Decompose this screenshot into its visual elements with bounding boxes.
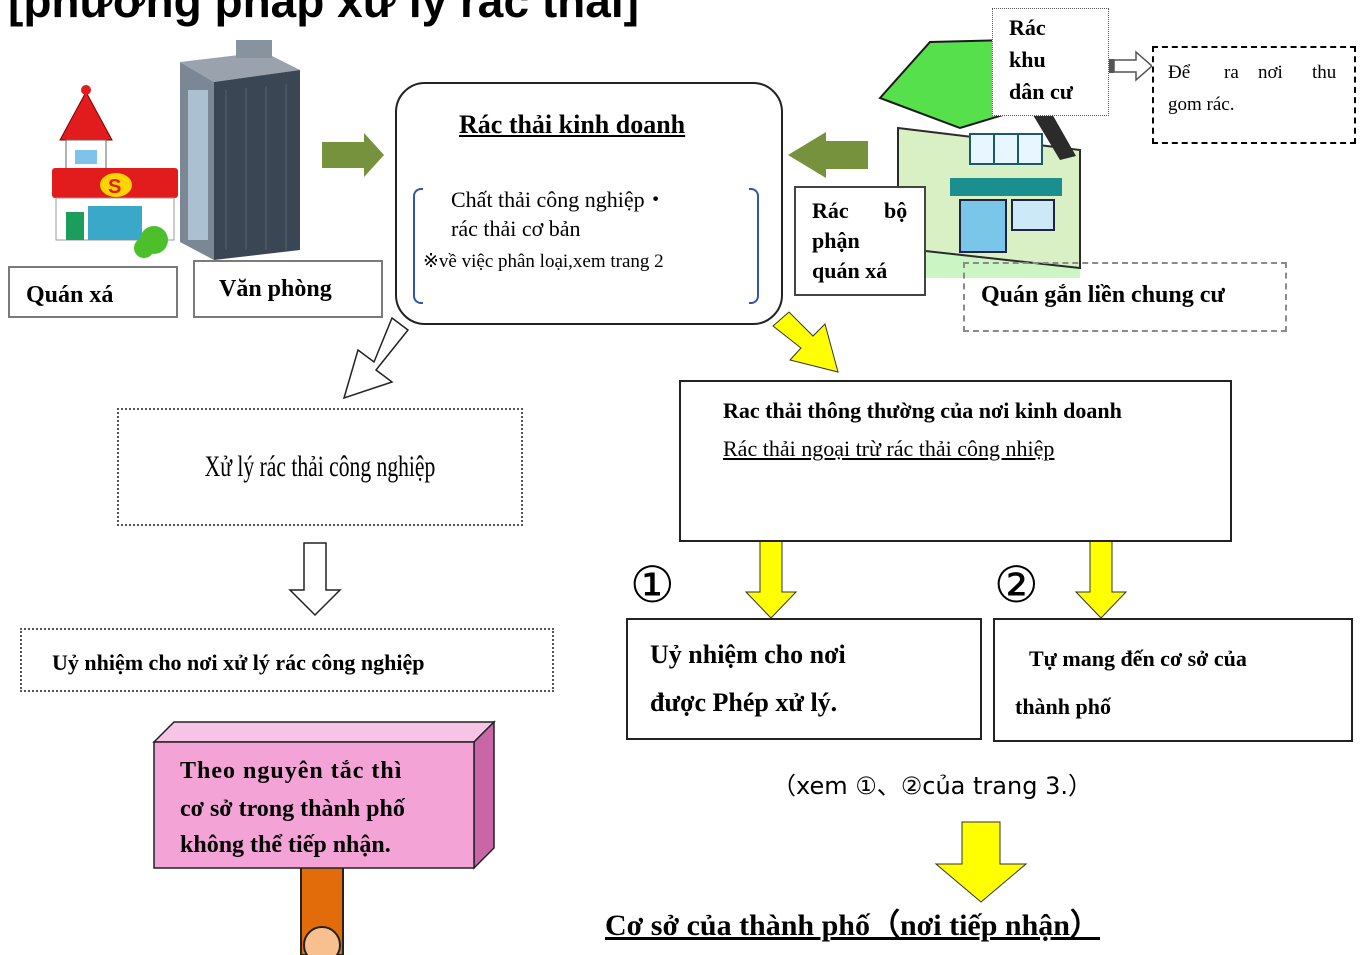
rac-khu-w3: dân cư: [1009, 79, 1073, 104]
shop-illustration: S: [52, 85, 178, 258]
quan-chung-cu-label: Quán gắn liền chung cư: [981, 282, 1225, 308]
source-quan-xa: Quán xá: [8, 266, 178, 318]
option2-box: Tự mang đến cơ sở của thành phố: [993, 618, 1353, 742]
option1-number: ①: [630, 556, 675, 614]
svg-text:S: S: [108, 176, 121, 198]
bracket-left: [413, 188, 423, 304]
center-title: Rác thải kinh doanh: [459, 110, 686, 139]
rac-khu-w1: Rác: [1009, 15, 1046, 40]
collection-note-box: Để ra nơi thu gom rác.: [1152, 46, 1356, 144]
sign-board: [152, 720, 496, 870]
sign-line2: cơ sở trong thành phố: [180, 796, 405, 822]
arrow-house-to-center: [788, 132, 868, 178]
center-line3: ※về việc phân loại,xem trang 2: [423, 251, 664, 272]
source-quan-xa-label: Quán xá: [26, 282, 114, 308]
arrow-general-to-opt2: [1074, 540, 1128, 619]
option2-line2: thành phố: [1015, 694, 1112, 719]
arrow-industrial-to-delegate: [288, 542, 342, 617]
delegate-industrial-box: Uỷ nhiệm cho nơi xử lý rác công nghiệp: [20, 628, 554, 692]
industrial-label: Xử lý rác thải công nghiệp: [204, 450, 436, 483]
arrow-office-to-center: [322, 133, 384, 177]
rac-khu-w2: khu: [1009, 47, 1046, 72]
industrial-box: Xử lý rác thải công nghiệp: [117, 408, 523, 526]
delegate-industrial-label: Uỷ nhiệm cho nơi xử lý rác công nghiệp: [52, 650, 425, 675]
general-waste-box: Rac thải thông thường của nơi kinh doanh…: [679, 380, 1232, 542]
note-w2: ra: [1224, 62, 1239, 83]
rac-bo-phan-w2: bộ: [884, 198, 908, 223]
note-w1: Để: [1168, 62, 1191, 83]
quan-chung-cu-box: Quán gắn liền chung cư: [963, 262, 1287, 332]
option2-number: ②: [994, 556, 1039, 614]
bracket-right: [749, 188, 759, 304]
rac-bo-phan-w4: quán xá: [812, 258, 888, 283]
arrow-to-final: [934, 821, 1028, 903]
sign-line1: Theo nguyên tắc thì: [180, 758, 403, 784]
option1-box: Uỷ nhiệm cho nơi được Phép xử lý.: [626, 618, 982, 740]
sign-line3: không thể tiếp nhận.: [180, 832, 391, 858]
arrow-center-to-industrial: [342, 316, 410, 400]
office-building-illustration: [180, 40, 300, 260]
rac-bo-phan-w3: phận: [812, 228, 860, 253]
rac-khu-dan-cu-box: Rác khu dân cư: [992, 8, 1109, 116]
page-title: [phương pháp xử lý rác thải]: [8, 0, 639, 27]
option1-line2: được Phép xử lý.: [650, 688, 838, 717]
sign-post: [300, 861, 344, 955]
note-w5: gom rác.: [1168, 94, 1235, 115]
option2-line1: Tự mang đến cơ sở của: [1029, 646, 1247, 671]
arrow-center-to-general: [772, 311, 839, 373]
final-facility-label: Cơ sở của thành phố（nơi tiếp nhận）: [605, 909, 1100, 942]
center-box: Rác thải kinh doanh Chất thải công nghiệ…: [395, 82, 783, 325]
note-w3: nơi: [1258, 62, 1283, 83]
note-w4: thu: [1312, 62, 1337, 83]
center-line1: Chất thải công nghiệp・: [451, 187, 667, 212]
see-page-note: （xem ①、②của trang 3.）: [772, 772, 1092, 800]
arrow-general-to-opt1: [744, 540, 798, 619]
rac-bo-phan-w1: Rác: [812, 198, 849, 223]
rac-bo-phan-box: Rác bộ phận quán xá: [794, 186, 926, 296]
source-van-phong-label: Văn phòng: [219, 276, 332, 302]
option1-line1: Uỷ nhiệm cho nơi: [650, 640, 846, 669]
general-waste-sub: Rác thải ngoại trừ rác thải công nhiệp: [723, 436, 1055, 461]
center-line2: rác thải cơ bản: [451, 216, 581, 241]
arrow-to-collection: [1108, 50, 1154, 82]
source-van-phong: Văn phòng: [193, 260, 383, 318]
general-waste-title: Rac thải thông thường của nơi kinh doanh: [723, 398, 1122, 423]
